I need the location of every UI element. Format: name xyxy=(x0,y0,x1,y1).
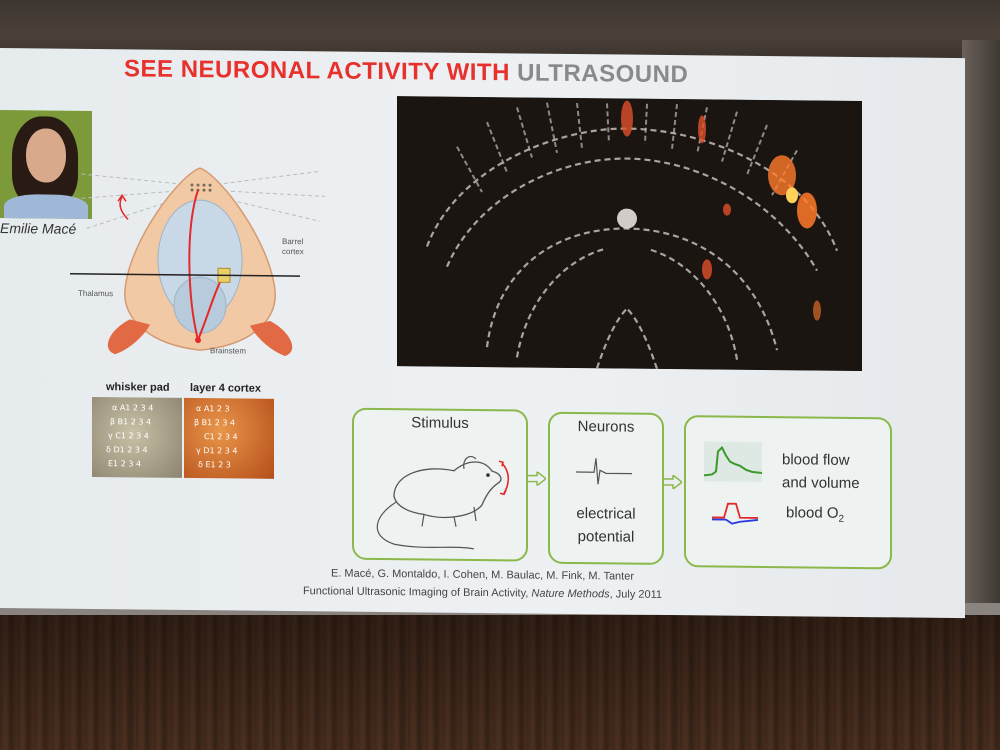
label-barrel: Barrel xyxy=(282,236,304,247)
projected-slide: SEE NEURONAL ACTIVITY WITH ULTRASOUND Em… xyxy=(0,48,965,619)
blood-flow-trace xyxy=(704,441,762,482)
title-grey-part: ULTRASOUND xyxy=(517,59,689,89)
stimulus-title: Stimulus xyxy=(411,414,469,432)
whisker-pathway-diagram: Barrel cortex Thalamus Brainstem xyxy=(70,149,330,362)
result-line2: and volume xyxy=(782,474,860,493)
stimulus-box: Stimulus xyxy=(352,407,528,562)
slide-title: SEE NEURONAL ACTIVITY WITH ULTRASOUND xyxy=(124,55,688,89)
neurons-title: Neurons xyxy=(577,418,635,436)
layer4-cortex-label: layer 4 cortex xyxy=(190,381,261,395)
result-line1: blood flow xyxy=(782,451,850,469)
result-line3: blood O2 xyxy=(786,504,845,525)
flow-arrow-1 xyxy=(526,471,546,486)
mouse-drawing xyxy=(376,455,510,550)
screen-edge xyxy=(962,40,1000,620)
whisker-pad-label: whisker pad xyxy=(106,381,170,394)
action-potential-trace xyxy=(576,458,632,485)
neurons-box: Neurons electrical potential xyxy=(548,411,664,565)
whisker-pad-image: α A1 2 3 4 β B1 2 3 4 γ C1 2 3 4 δ D1 2 … xyxy=(92,396,182,478)
ultrasound-brain-image xyxy=(397,96,862,372)
flow-arrow-2 xyxy=(662,474,682,490)
neurons-line2: potential xyxy=(577,528,635,546)
stage-curtain xyxy=(0,612,1000,750)
layer4-cortex-image: α A1 2 3 β B1 2 3 4 C1 2 3 4 γ D1 2 3 4 … xyxy=(184,397,274,479)
label-cortex: cortex xyxy=(282,246,304,257)
label-thalamus: Thalamus xyxy=(78,288,114,299)
blood-response-box: blood flow and volume blood O2 xyxy=(684,415,892,570)
citation-reference: Functional Ultrasonic Imaging of Brain A… xyxy=(302,585,663,601)
neurons-line1: electrical xyxy=(576,505,636,523)
title-red-part: SEE NEURONAL ACTIVITY WITH xyxy=(124,55,510,87)
label-brainstem: Brainstem xyxy=(210,346,247,356)
person-name: Emilie Macé xyxy=(0,220,77,237)
blood-oxygen-trace xyxy=(712,502,758,525)
